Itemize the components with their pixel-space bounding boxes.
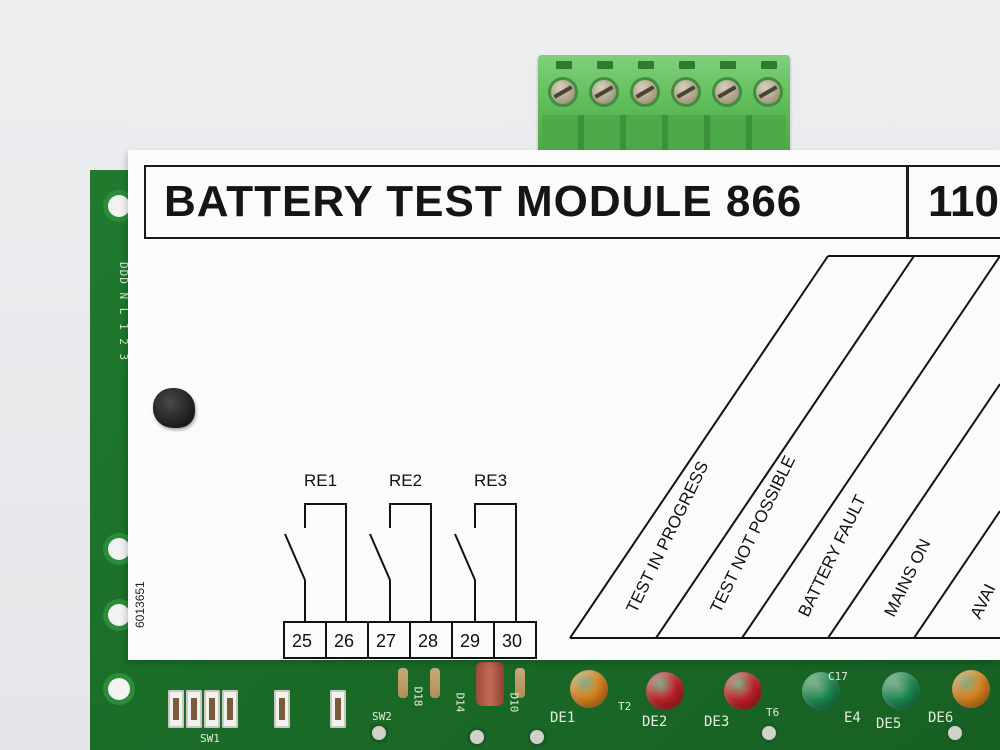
pcb-code: T2	[618, 700, 632, 713]
terminal-slot	[556, 61, 572, 69]
pcb-code: D18	[411, 686, 425, 707]
pcb-code: C17	[828, 670, 848, 683]
title-box: BATTERY TEST MODULE 866	[144, 165, 909, 239]
pcb-code: E4	[844, 710, 861, 726]
pcb-code: SW2	[372, 710, 392, 723]
solder-pad	[470, 730, 484, 744]
relay-label: RE1	[304, 471, 337, 490]
solder-pad	[948, 726, 962, 740]
terminal-number: 27	[376, 631, 396, 651]
jumper	[222, 690, 238, 728]
mounting-hole	[108, 195, 130, 217]
relay-re3: RE3	[454, 471, 517, 622]
led-indicator	[570, 670, 608, 708]
terminal-screw-icon	[712, 77, 742, 107]
terminal-screw-icon	[589, 77, 619, 107]
pcb-code: DE1	[550, 710, 576, 726]
module-title: BATTERY TEST MODULE 866	[164, 177, 803, 226]
terminal-number: 29	[460, 631, 480, 651]
green-terminal-block	[538, 55, 790, 155]
mounting-hole	[108, 538, 130, 560]
terminal-number: 26	[334, 631, 354, 651]
module-title-right: 110	[928, 177, 999, 226]
indicator-label: TEST NOT POSSIBLE	[707, 453, 800, 616]
resistor	[515, 668, 525, 698]
mounting-hole	[108, 678, 130, 700]
terminal-slot	[638, 61, 654, 69]
relay-re1: RE1	[284, 471, 347, 622]
solder-pad	[762, 726, 776, 740]
terminal-screw-icon	[548, 77, 578, 107]
pcb-code: DE3	[704, 714, 730, 730]
jumper	[186, 690, 202, 728]
indicator-label: TEST IN PROGRESS	[623, 458, 713, 615]
led-indicator	[724, 672, 762, 710]
pcb-code: D10	[507, 692, 521, 713]
terminal-ribs	[542, 115, 786, 151]
pcb-code: T6	[766, 706, 780, 719]
indicator-label: BATTERY FAULT	[795, 492, 870, 620]
terminal-screw-icon	[630, 77, 660, 107]
terminal-number-row: 25 26 27 28 29 30	[283, 621, 537, 659]
jumper	[168, 690, 184, 728]
relay-label: RE3	[474, 471, 507, 490]
terminal-slot	[720, 61, 736, 69]
relay-label: RE2	[389, 471, 422, 490]
terminal-slot	[679, 61, 695, 69]
terminal-number: 25	[292, 631, 312, 651]
terminal-number: 28	[418, 631, 438, 651]
pcb-code: DE2	[642, 714, 668, 730]
module-label-panel: BATTERY TEST MODULE 866 110 6013651 RE1 …	[128, 150, 1000, 660]
relay-re2: RE2	[369, 471, 432, 622]
solder-pad	[530, 730, 544, 744]
pcb-code: SW1	[200, 732, 220, 745]
jumper	[204, 690, 220, 728]
indicator-label: AVAI	[967, 581, 1000, 622]
indicator-legend: TEST IN PROGRESS TEST NOT POSSIBLE BATTE…	[569, 255, 1000, 639]
terminal-screw-icon	[753, 77, 783, 107]
mounting-knob	[153, 388, 195, 428]
capacitor	[476, 662, 504, 706]
terminal-slot	[761, 61, 777, 69]
jumper	[330, 690, 346, 728]
jumper	[274, 690, 290, 728]
title-box-right: 110	[906, 165, 1000, 239]
led-indicator	[802, 672, 840, 710]
led-indicator	[882, 672, 920, 710]
terminal-slot	[597, 61, 613, 69]
mounting-hole	[108, 604, 130, 626]
pcb-code: DE5	[876, 716, 902, 732]
label-diagram: RE1 RE2 RE3	[283, 255, 1000, 659]
terminal-number: 30	[502, 631, 522, 651]
terminal-screw-icon	[671, 77, 701, 107]
pcb-code: D14	[453, 692, 467, 713]
led-indicator	[646, 672, 684, 710]
pcb-code: DE6	[928, 710, 954, 726]
led-indicator	[952, 670, 990, 708]
resistor	[430, 668, 440, 698]
resistor	[398, 668, 408, 698]
solder-pad	[372, 726, 386, 740]
